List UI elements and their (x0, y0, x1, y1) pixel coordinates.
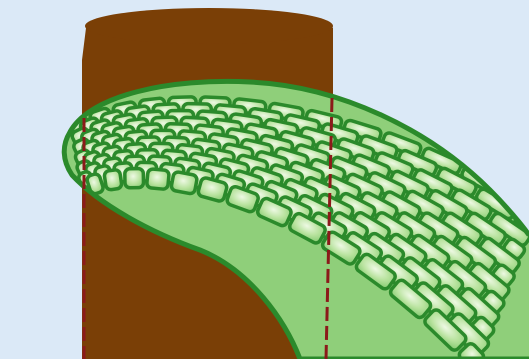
plant-cell (125, 169, 144, 188)
plant-cell (171, 171, 198, 194)
plant-cell (146, 169, 169, 190)
column-top (85, 8, 333, 44)
plant-cell (104, 169, 122, 190)
